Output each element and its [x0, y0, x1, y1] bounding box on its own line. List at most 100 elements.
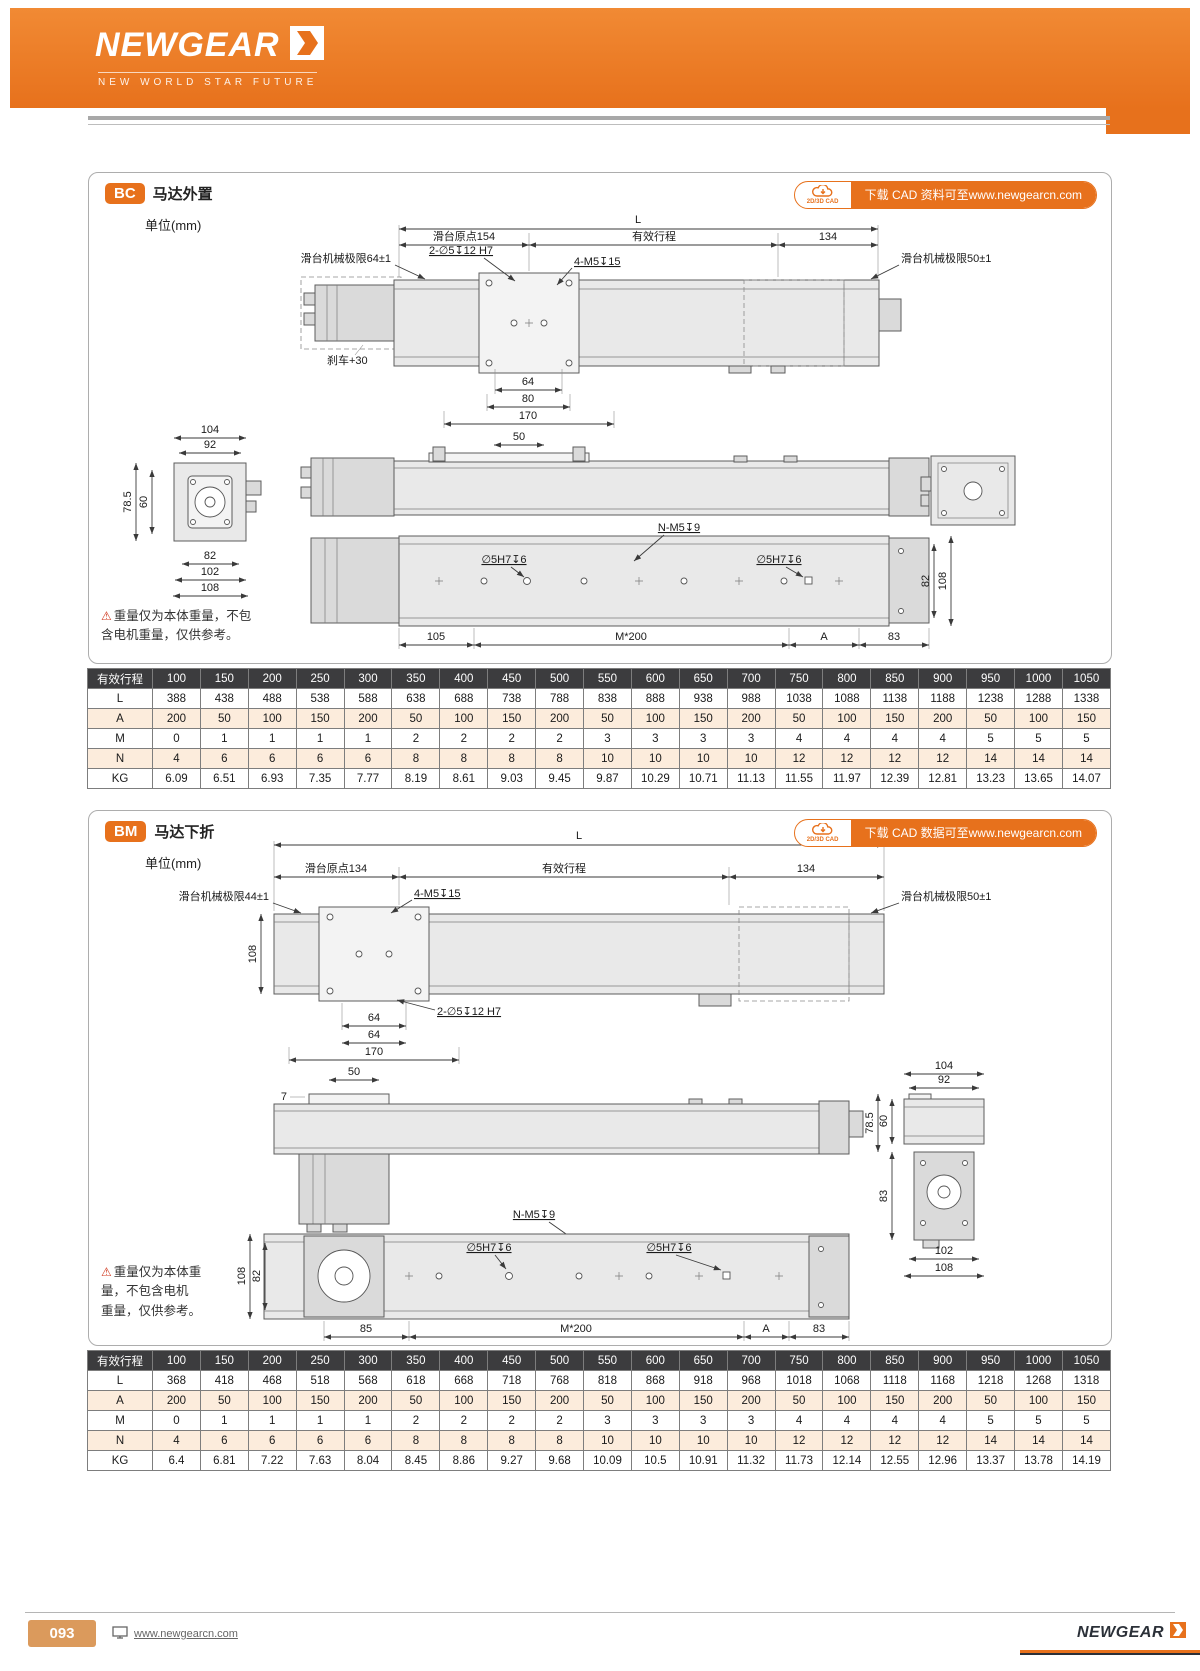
spec-value: 438 — [199, 688, 249, 709]
spec-value: 8.86 — [439, 1450, 489, 1471]
spec-value: 488 — [247, 688, 297, 709]
stroke-value: 400 — [439, 1350, 489, 1371]
spec-value: 200 — [918, 708, 968, 729]
spec-value: 1138 — [870, 688, 920, 709]
stroke-value: 800 — [822, 668, 872, 689]
spec-value: 3 — [630, 1410, 680, 1431]
label-holes-4: 4-M5↧15 — [574, 256, 621, 268]
dim-134: 134 — [819, 231, 837, 243]
stroke-value: 800 — [822, 1350, 872, 1371]
spec-value: 6.93 — [247, 768, 297, 789]
spec-value: 2 — [535, 1410, 585, 1431]
spec-value: 100 — [822, 1390, 872, 1411]
spec-value: 938 — [678, 688, 728, 709]
spec-value: 6 — [199, 1430, 249, 1451]
spec-value: 12 — [774, 1430, 824, 1451]
spec-value: 1318 — [1061, 1370, 1112, 1391]
spec-value: 4 — [870, 1410, 920, 1431]
spec-value: 968 — [726, 1370, 776, 1391]
row-label: A — [87, 1390, 153, 1411]
label-5h7-a: ∅5H7↧6 — [466, 1242, 511, 1254]
spec-value: 8.04 — [343, 1450, 393, 1471]
spec-value: 6 — [343, 1430, 393, 1451]
spec-value: 12 — [870, 1430, 920, 1451]
stroke-value: 1050 — [1061, 1350, 1112, 1371]
spec-value: 0 — [152, 1410, 201, 1431]
stroke-value: 550 — [583, 668, 632, 689]
stroke-header-label: 有效行程 — [87, 1350, 153, 1371]
stroke-value: 700 — [726, 1350, 776, 1371]
spec-value: 1068 — [822, 1370, 872, 1391]
spec-value: 9.45 — [535, 768, 585, 789]
footer-brand: NEWGEAR — [1077, 1622, 1186, 1643]
spec-value: 2 — [487, 1410, 537, 1431]
spec-value: 538 — [295, 688, 345, 709]
spec-value: 3 — [726, 1410, 776, 1431]
footer-website-link[interactable]: www.newgearcn.com — [112, 1626, 238, 1642]
spec-value: 14 — [1061, 748, 1112, 769]
brand-logo-icon — [289, 26, 324, 65]
spec-value: 988 — [726, 688, 776, 709]
cad-download-button-bc[interactable]: 2D/3D CAD 下载 CAD 资料可至www.newgearcn.com — [793, 181, 1097, 209]
spec-value: 5 — [1061, 1410, 1112, 1431]
stroke-value: 250 — [295, 1350, 345, 1371]
spec-value: 1288 — [1014, 688, 1063, 709]
spec-value: 388 — [152, 688, 201, 709]
stroke-value: 150 — [199, 1350, 249, 1371]
spec-value: 8 — [487, 1430, 537, 1451]
spec-value: 200 — [152, 708, 201, 729]
spec-value: 2 — [487, 728, 537, 749]
spec-value: 200 — [535, 708, 585, 729]
row-label: KG — [87, 1450, 153, 1471]
spec-value: 12 — [870, 748, 920, 769]
spec-value: 8 — [535, 1430, 585, 1451]
dim-92: 92 — [204, 439, 216, 451]
spec-value: 1238 — [966, 688, 1016, 709]
spec-value: 7.22 — [247, 1450, 297, 1471]
spec-value: 1 — [199, 1410, 249, 1431]
stroke-value: 450 — [487, 668, 537, 689]
stroke-value: 100 — [152, 1350, 201, 1371]
spec-value: 6.09 — [152, 768, 201, 789]
dim-82-side: 82 — [204, 550, 216, 562]
spec-value: 6 — [247, 748, 297, 769]
dim-102: 102 — [935, 1245, 953, 1257]
dim-7: 7 — [281, 1091, 287, 1103]
stroke-value: 1050 — [1061, 668, 1112, 689]
spec-value: 50 — [583, 1390, 632, 1411]
stroke-value: 500 — [535, 1350, 585, 1371]
spec-value: 4 — [774, 728, 824, 749]
cad-link-text: 下载 CAD 数据可至www.newgearcn.com — [850, 820, 1096, 846]
spec-value: 4 — [918, 1410, 968, 1431]
spec-value: 10.09 — [583, 1450, 632, 1471]
spec-value: 12.55 — [870, 1450, 920, 1471]
spec-value: 100 — [822, 708, 872, 729]
spec-value: 868 — [630, 1370, 680, 1391]
spec-value: 7.35 — [295, 768, 345, 789]
row-label: M — [87, 728, 153, 749]
weight-note-bc: ⚠重量仅为本体重量，不包 含电机重量，仅供参考。 — [101, 609, 252, 643]
spec-value: 4 — [774, 1410, 824, 1431]
spec-value: 50 — [391, 1390, 441, 1411]
spec-value: 568 — [343, 1370, 393, 1391]
dim-50: 50 — [513, 431, 525, 443]
warning-icon: ⚠ — [101, 1265, 112, 1279]
spec-value: 8 — [487, 748, 537, 769]
spec-value: 5 — [1014, 1410, 1063, 1431]
spec-value: 1 — [247, 1410, 297, 1431]
spec-value: 150 — [487, 1390, 537, 1411]
spec-value: 1338 — [1061, 688, 1112, 709]
spec-value: 3 — [678, 728, 728, 749]
dim-A: A — [820, 631, 828, 643]
label-holes-2: 2-∅5↧12 H7 — [429, 245, 493, 257]
spec-value: 50 — [199, 1390, 249, 1411]
spec-value: 50 — [774, 708, 824, 729]
spec-value: 12 — [822, 748, 872, 769]
cad-download-button-bm[interactable]: 2D/3D CAD 下载 CAD 数据可至www.newgearcn.com — [793, 819, 1097, 847]
stroke-value: 350 — [391, 668, 441, 689]
dim-102: 102 — [201, 566, 219, 578]
spec-value: 1 — [247, 728, 297, 749]
spec-value: 11.13 — [726, 768, 776, 789]
